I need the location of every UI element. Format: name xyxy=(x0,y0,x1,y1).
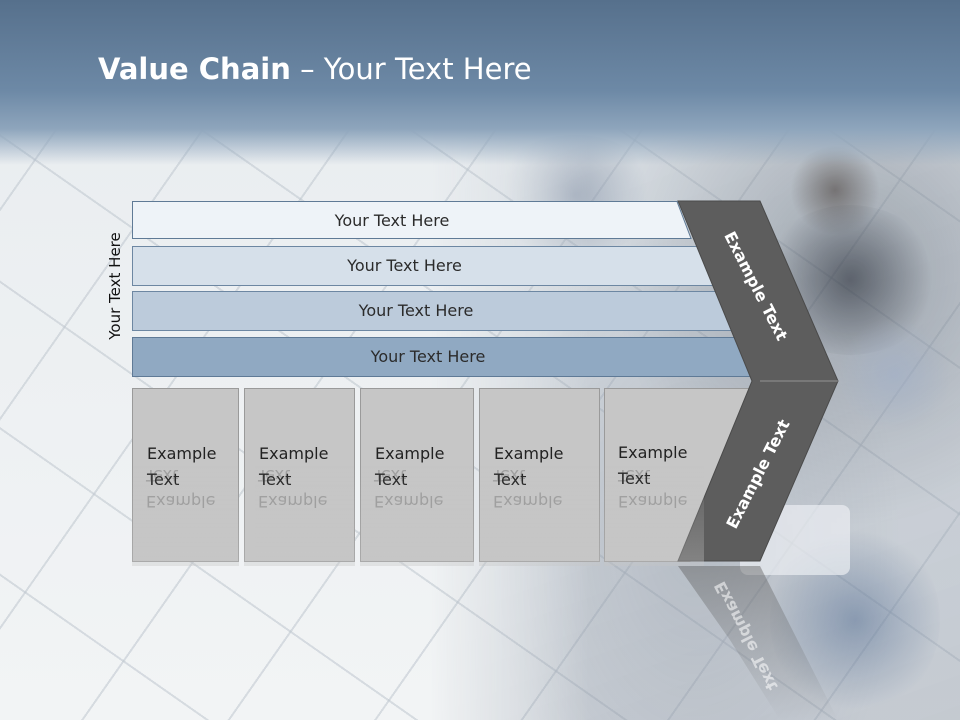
column-label-last-wrap: Example Text xyxy=(618,440,687,492)
column-label: Example Text xyxy=(375,441,473,493)
reflection-label: Example Text xyxy=(258,466,328,511)
person-silhouette xyxy=(840,315,950,435)
value-column[interactable]: Example Text xyxy=(479,388,600,562)
column-label: Example Text xyxy=(259,441,354,493)
reflection-label: Example Text xyxy=(493,466,563,511)
value-column[interactable]: Example Text xyxy=(360,388,474,562)
column-reflection: Example Text xyxy=(604,446,704,566)
title-rest: – Your Text Here xyxy=(290,52,532,86)
column-label: Example Text xyxy=(494,441,599,493)
chevron-arrow[interactable] xyxy=(677,200,839,562)
reflection-label: Example Text xyxy=(618,466,688,511)
slide-title: Value Chain – Your Text Here xyxy=(98,52,532,86)
row-shape xyxy=(132,201,692,239)
value-column[interactable]: Example Text xyxy=(244,388,355,562)
chevron-reflection xyxy=(678,566,838,720)
title-bold: Value Chain xyxy=(98,52,291,86)
reflection-label: Example Text xyxy=(146,466,216,511)
row-label: Your Text Here xyxy=(358,300,474,320)
column-label: Example Text xyxy=(618,440,687,492)
column-label: Example Text xyxy=(147,441,238,493)
row-label: Your Text Here xyxy=(370,346,486,366)
reflection-label: Example Text xyxy=(374,466,444,511)
row-label: Your Text Here xyxy=(334,210,450,230)
column-reflection: Example Text xyxy=(479,446,600,566)
value-row[interactable]: Your Text Here xyxy=(132,246,717,286)
value-column[interactable]: Example Text xyxy=(132,388,239,562)
row-label: Your Text Here xyxy=(347,255,462,275)
column-reflection: Example Text xyxy=(360,446,474,566)
value-row[interactable]: Your Text Here xyxy=(132,291,740,331)
header-band xyxy=(0,0,960,165)
column-reflection: Example Text xyxy=(132,446,239,566)
column-reflection: Example Text xyxy=(244,446,355,566)
value-row[interactable]: Your Text Here xyxy=(132,201,692,239)
